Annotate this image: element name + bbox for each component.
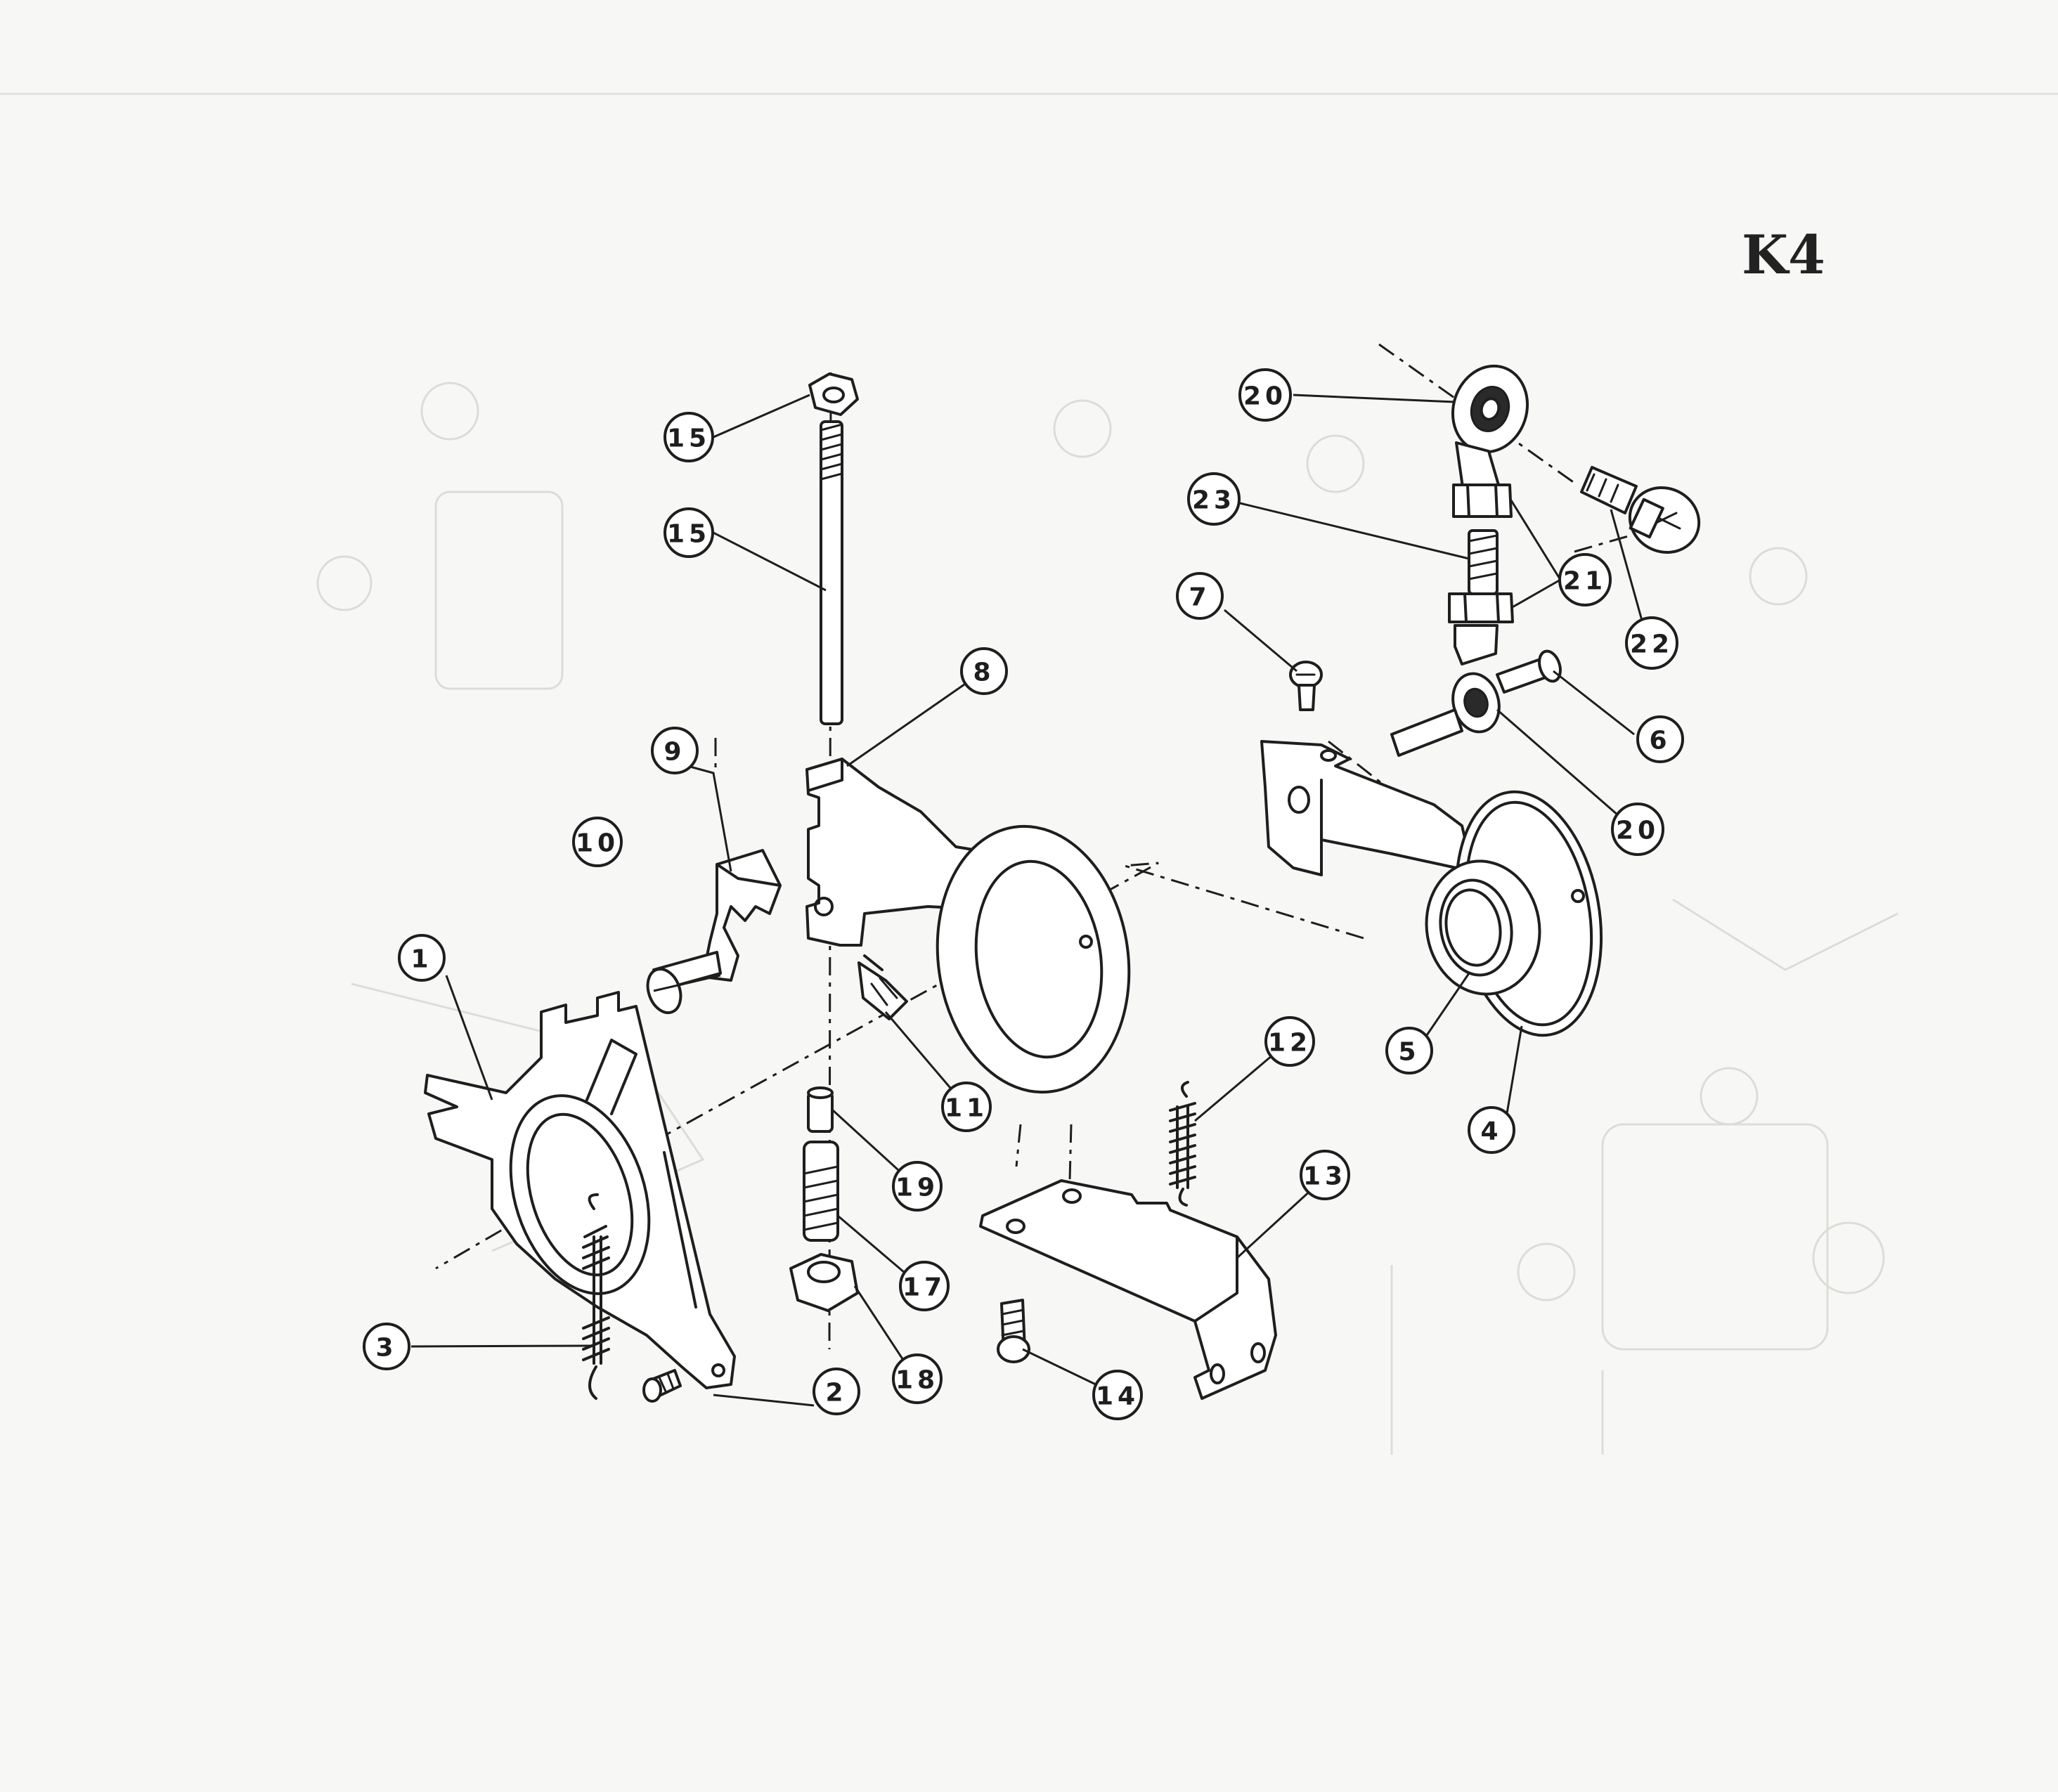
part-17-spring xyxy=(803,1141,839,1242)
callout-17: 17 xyxy=(899,1261,950,1311)
callout-6: 6 xyxy=(1636,715,1684,763)
svg-text:20: 20 xyxy=(1616,817,1659,845)
callout-15-rod: 15 xyxy=(664,507,714,558)
part-15-rod xyxy=(820,420,843,725)
svg-text:9: 9 xyxy=(664,738,685,767)
callout-18: 18 xyxy=(892,1353,943,1404)
svg-text:14: 14 xyxy=(1096,1382,1139,1411)
part-5-bushing xyxy=(1425,859,1541,996)
callout-11: 11 xyxy=(941,1082,992,1132)
callout-20-lower: 20 xyxy=(1611,803,1664,856)
callout-1: 1 xyxy=(398,934,446,982)
part-21-nut-upper xyxy=(1452,483,1513,518)
part-13-bracket xyxy=(979,1179,1277,1400)
part-10-pin xyxy=(646,951,722,1014)
callout-9: 9 xyxy=(651,727,699,774)
part-21-nut-lower xyxy=(1448,592,1514,665)
callout-3: 3 xyxy=(363,1323,410,1370)
svg-text:13: 13 xyxy=(1303,1162,1347,1191)
svg-text:23: 23 xyxy=(1192,486,1236,515)
callout-21: 21 xyxy=(1558,553,1612,606)
part-6-pin xyxy=(1390,649,1562,757)
callout-7: 7 xyxy=(1176,572,1224,620)
svg-text:19: 19 xyxy=(895,1174,939,1202)
svg-text:21: 21 xyxy=(1563,567,1607,596)
callout-4: 4 xyxy=(1468,1106,1515,1154)
svg-text:17: 17 xyxy=(902,1273,946,1302)
part-14-screw xyxy=(997,1299,1030,1363)
svg-text:7: 7 xyxy=(1189,583,1210,612)
part-18-nut xyxy=(789,1253,859,1312)
part-15-nut xyxy=(808,372,859,416)
svg-text:3: 3 xyxy=(375,1334,397,1363)
part-11-screw xyxy=(858,954,908,1020)
callout-15-nut: 15 xyxy=(664,412,714,462)
part-22-socket-screw xyxy=(1580,466,1701,554)
svg-text:1: 1 xyxy=(410,945,432,974)
svg-text:11: 11 xyxy=(945,1094,988,1123)
svg-text:2: 2 xyxy=(825,1379,847,1408)
scan-edge-line xyxy=(0,93,2058,95)
svg-text:20: 20 xyxy=(1243,382,1287,411)
callout-5: 5 xyxy=(1385,1027,1433,1074)
svg-text:6: 6 xyxy=(1649,727,1671,755)
part-3-spring xyxy=(582,1193,610,1400)
svg-text:15: 15 xyxy=(667,520,711,549)
svg-text:10: 10 xyxy=(576,829,619,858)
part-9-clip xyxy=(701,849,782,982)
part-8-arm xyxy=(805,758,1131,1094)
part-20-rod-end-top xyxy=(1451,364,1529,493)
svg-text:8: 8 xyxy=(973,658,995,687)
part-1-plate xyxy=(424,991,736,1389)
callout-13: 13 xyxy=(1300,1150,1350,1200)
svg-text:18: 18 xyxy=(895,1366,939,1395)
page-code: K4 xyxy=(1742,223,1825,286)
svg-text:12: 12 xyxy=(1268,1029,1312,1058)
callout-2: 2 xyxy=(813,1368,860,1415)
callout-14: 14 xyxy=(1092,1370,1143,1420)
svg-text:4: 4 xyxy=(1480,1117,1502,1146)
bleed-through-ghost xyxy=(316,382,1898,1455)
svg-text:22: 22 xyxy=(1630,630,1674,659)
part-12-spring xyxy=(1169,1081,1196,1207)
part-7-screw xyxy=(1289,661,1323,711)
part-2-screw xyxy=(642,1369,682,1403)
svg-text:5: 5 xyxy=(1398,1038,1420,1067)
callout-22: 22 xyxy=(1625,616,1678,670)
callout-19: 19 xyxy=(892,1161,943,1212)
callout-12: 12 xyxy=(1264,1016,1315,1067)
callout-23: 23 xyxy=(1187,472,1241,526)
callout-20-top: 20 xyxy=(1238,368,1292,422)
part-19-stud xyxy=(807,1086,834,1133)
svg-text:15: 15 xyxy=(667,424,711,453)
callout-10: 10 xyxy=(572,817,623,867)
callout-8: 8 xyxy=(960,647,1008,695)
part-23-threaded-stud xyxy=(1468,529,1499,595)
